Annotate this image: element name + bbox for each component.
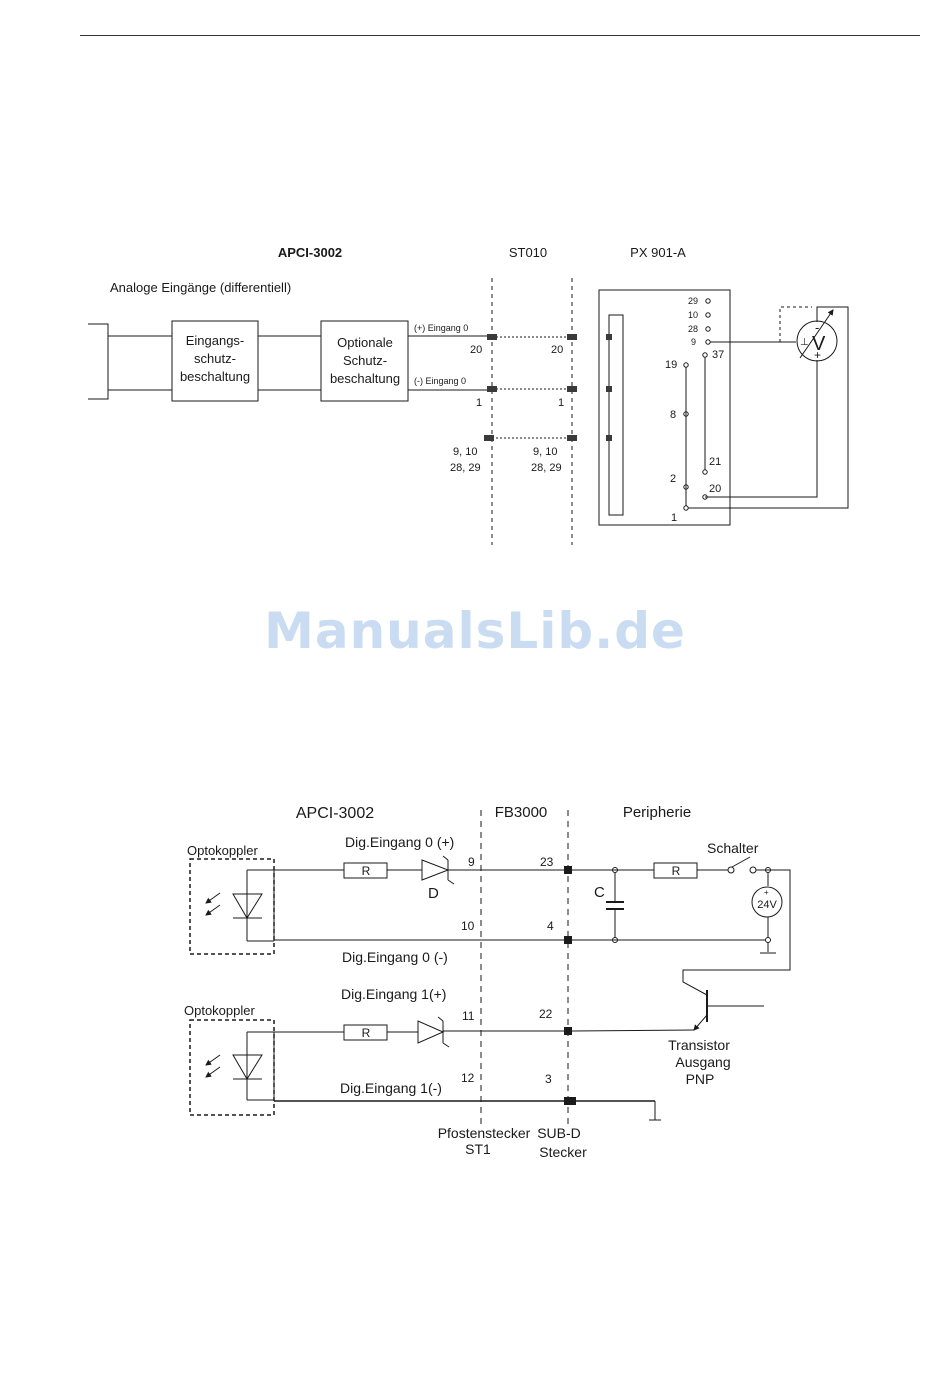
pin-12: 12 [461, 1071, 475, 1085]
px-pin-9: 9 [691, 337, 696, 347]
pin-3: 3 [545, 1072, 552, 1086]
voltmeter-ground: ⊥ [800, 337, 809, 348]
protection-block [171, 320, 259, 402]
label-dig-in0-plus: Dig.Eingang 0 (+) [345, 834, 454, 850]
px-pin-2: 2 [670, 473, 676, 485]
px901a-box [598, 289, 731, 526]
diode-d-icon [421, 859, 450, 881]
label-minus-input: (-) Eingang 0 [414, 376, 466, 386]
title-apci-3002-analog: APCI-3002 [278, 245, 342, 260]
pin-11: 11 [462, 1009, 475, 1023]
px-pin-37: 37 [712, 349, 724, 361]
px-pin-20: 20 [709, 483, 721, 495]
label-schalter: Schalter [707, 840, 759, 856]
px-pin-10: 10 [688, 310, 698, 320]
pin-4: 4 [547, 919, 554, 933]
label-dig-in1-plus: Dig.Eingang 1(+) [341, 986, 446, 1002]
voltmeter-plus: + [814, 348, 821, 362]
block2-line2: Schutz- [343, 353, 387, 368]
title-apci-3002-digital: APCI-3002 [296, 805, 374, 822]
optional-protection-block [320, 320, 409, 402]
pin-gnd-b-left: 28, 29 [450, 462, 481, 474]
block1-line3: beschaltung [180, 369, 250, 384]
switch-icon [731, 856, 751, 868]
block1-line2: schutz- [194, 351, 236, 366]
px-pin-19: 19 [665, 359, 677, 371]
label-transistor-3: PNP [686, 1071, 715, 1087]
voltmeter-icon [796, 320, 838, 362]
label-stecker: Stecker [539, 1144, 587, 1160]
resistor-periph-label: R [672, 864, 681, 878]
label-st1: ST1 [465, 1141, 491, 1157]
analog-input-diagram [88, 278, 849, 545]
px-pin-1: 1 [671, 512, 677, 524]
opto1-diode-icon [232, 893, 263, 919]
label-sub-d: SUB-D [537, 1125, 581, 1141]
pin-gnd-b-right: 28, 29 [531, 462, 562, 474]
label-plus-input: (+) Eingang 0 [414, 323, 468, 333]
px-pin-29: 29 [688, 296, 698, 306]
pin-gnd-a-left: 9, 10 [453, 446, 477, 458]
label-pfostenstecker: Pfostenstecker [438, 1125, 531, 1141]
opto2-diode-icon [232, 1054, 263, 1080]
resistor-in0-label: R [362, 864, 371, 878]
label-capacitor-c: C [594, 884, 605, 901]
pin-20-left: 20 [470, 344, 482, 356]
label-transistor-2: Ausgang [675, 1054, 730, 1070]
title-peripherie: Peripherie [623, 804, 691, 821]
pin-gnd-a-right: 9, 10 [533, 446, 557, 458]
block2-line1: Optionale [337, 335, 393, 350]
px-pin-28: 28 [688, 324, 698, 334]
resistor-in1-label: R [362, 1026, 371, 1040]
px-pin-8: 8 [670, 409, 676, 421]
label-diode-d: D [428, 885, 439, 902]
pin-1-left: 1 [476, 397, 482, 409]
optocoupler-2-box [189, 1019, 275, 1116]
label-dig-in0-minus: Dig.Eingang 0 (-) [342, 949, 448, 965]
title-st010: ST010 [509, 245, 547, 260]
title-px901a: PX 901-A [630, 245, 686, 260]
watermark: ManualsLib.de [264, 602, 686, 660]
voltmeter-symbol: V [812, 333, 826, 355]
block2-line3: beschaltung [330, 371, 400, 386]
header-rule [80, 35, 920, 36]
optocoupler-1-box [189, 858, 275, 955]
voltmeter-minus: - [815, 320, 819, 335]
pin-20-right: 20 [551, 344, 563, 356]
pin-23: 23 [540, 855, 554, 869]
pin-1-right: 1 [558, 397, 564, 409]
pin-22: 22 [539, 1007, 553, 1021]
label-24v: 24V [757, 899, 777, 911]
label-24v-plus: + [764, 888, 769, 897]
caption-analog: Analoge Eingänge (differentiell) [110, 280, 291, 295]
supply-24v-icon [751, 886, 783, 918]
label-transistor-1: Transistor [668, 1037, 730, 1053]
label-optokoppler-2: Optokoppler [184, 1003, 255, 1018]
title-fb3000: FB3000 [495, 804, 548, 821]
label-optokoppler-1: Optokoppler [187, 843, 258, 858]
digital-diagram-labels: APCI-3002 FB3000 Peripherie Optokoppler … [184, 804, 777, 1160]
pin-10: 10 [461, 919, 475, 933]
px-pin-21: 21 [709, 456, 721, 468]
digital-input-diagram [189, 810, 791, 1125]
pin-9: 9 [468, 855, 475, 869]
analog-diagram-labels: APCI-3002 ST010 PX 901-A Analoge Eingäng… [110, 245, 826, 524]
label-dig-in1-minus: Dig.Eingang 1(-) [340, 1080, 442, 1096]
block1-line1: Eingangs- [186, 333, 245, 348]
